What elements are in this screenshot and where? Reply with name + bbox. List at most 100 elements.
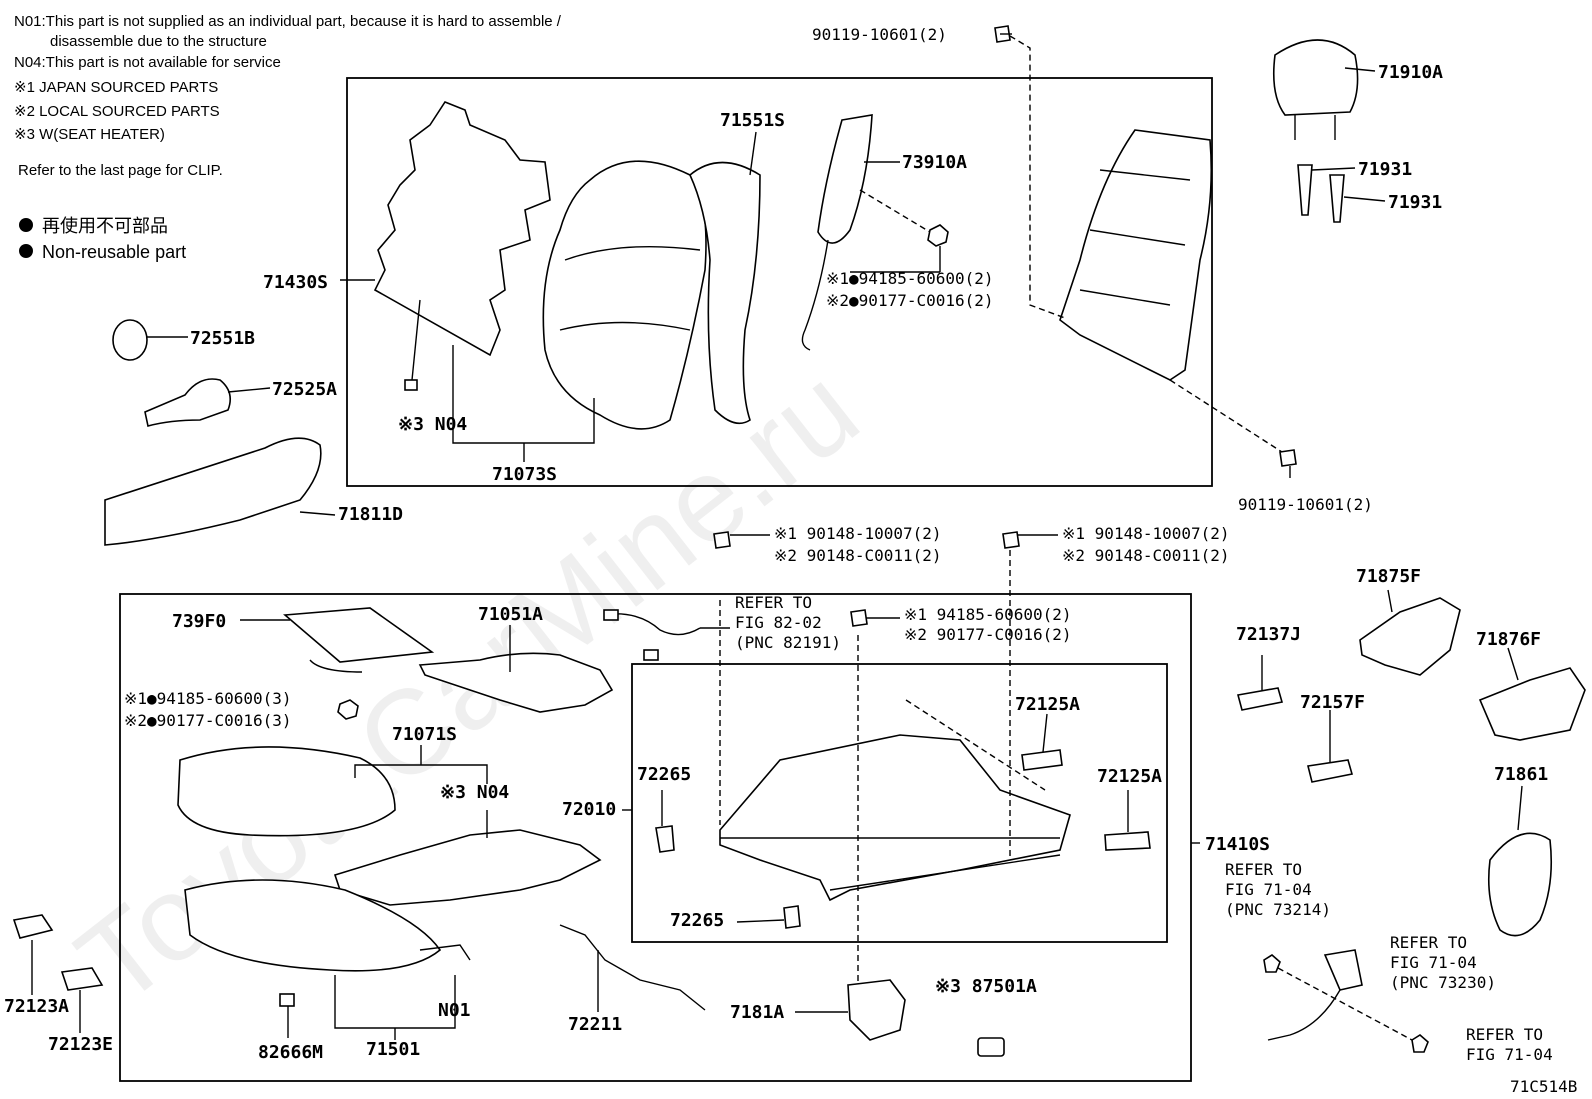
cover-72157f-shape: [1307, 759, 1354, 783]
label-90119-bottom: 90119-10601(2): [1238, 495, 1373, 514]
n01-wire: [419, 944, 471, 961]
label-71875f: 71875F: [1356, 566, 1421, 587]
seatback-cover-71551s-shape: [689, 161, 761, 425]
heater-mat-71430s-shape: [373, 101, 551, 357]
belt-dashline: [1277, 967, 1413, 1041]
bolt-90119-bottom-shape: [1279, 449, 1297, 467]
cushion-cover-71501-shape: [184, 879, 442, 972]
clip-72265-b-shape: [783, 905, 801, 929]
track-dashline-1: [905, 699, 1046, 791]
nut-94185-cushion-shape: [337, 699, 359, 720]
heater-mat-connector: [404, 379, 418, 391]
shield-71811d-shape: [104, 437, 322, 546]
seatback-frame-shape: [1059, 129, 1213, 381]
side-airbag-73910a-shape: [817, 114, 873, 244]
clip-82666m-shape: [279, 993, 295, 1007]
seat-track-72010-shape: [719, 734, 1071, 902]
label-72157f: 72157F: [1300, 692, 1365, 713]
seatback-pad-71073s-shape: [542, 160, 707, 430]
diagram-code: 71C514B: [1510, 1077, 1577, 1096]
label-71071s: 71071S: [392, 724, 457, 745]
track-rail-2: [829, 854, 1061, 891]
bolt-94185-center-shape: [850, 609, 868, 627]
label-refer-7104a-line3: (PNC 73214): [1225, 900, 1331, 919]
airbag-harness: [801, 239, 829, 351]
label-73910a: 73910A: [902, 152, 967, 173]
label-71910a: 71910A: [1378, 62, 1443, 83]
bolt-top-dashline: [1009, 35, 1066, 319]
label-71876f: 71876F: [1476, 629, 1541, 650]
harness-connector-a: [603, 609, 619, 621]
belt-nut-a-shape: [1263, 954, 1281, 973]
harness-connector-b: [643, 649, 659, 661]
seat-belt-wire: [1267, 989, 1341, 1041]
label-82666m: 82666M: [258, 1042, 323, 1063]
note-local-sourced: ※2 LOCAL SOURCED PARTS: [14, 103, 220, 120]
label-7181a: 7181A: [730, 1002, 784, 1023]
label-72211: 72211: [568, 1014, 622, 1035]
label-90148-left-local: ※2 90148-C0011(2): [774, 546, 942, 565]
belt-nut-b-shape: [1411, 1034, 1429, 1053]
cushion-assembly-frame: [119, 593, 1192, 1082]
leader-lines: [31, 33, 1523, 1040]
label-90177-track: ※2 90177-C0016(2): [904, 625, 1072, 644]
bolt-90148-left-shape: [713, 531, 731, 549]
pad-seam-2: [559, 321, 691, 331]
cushion-pad-71071s-shape: [177, 746, 396, 837]
label-n01: N01: [438, 1000, 471, 1021]
note-n04: N04:This part is not available for servi…: [14, 54, 281, 71]
note-n01-line2: disassemble due to the structure: [50, 33, 267, 50]
mechanism-7181a-shape: [847, 979, 906, 1041]
label-90177-cushion: ※2●90177-C0016(3): [124, 711, 292, 730]
seatback-frame-ribs: [1079, 169, 1191, 306]
label-71501: 71501: [366, 1039, 420, 1060]
legend: 再使用不可部品 Non-reusable part: [19, 216, 186, 262]
label-refer-7104b-line1: REFER TO: [1390, 933, 1467, 952]
note-n01-line1: N01:This part is not supplied as an indi…: [14, 13, 562, 30]
label-72137j: 72137J: [1236, 624, 1301, 645]
label-n04-seatback: ※3 N04: [398, 414, 467, 435]
clip-72265-a-shape: [655, 825, 675, 853]
label-90148-right-local: ※2 90148-C0011(2): [1062, 546, 1230, 565]
label-71410s: 71410S: [1205, 834, 1270, 855]
airbag-nut-dashline: [859, 189, 931, 233]
label-72123a: 72123A: [4, 996, 69, 1017]
headrest-71910a-shape: [1272, 39, 1359, 116]
label-72010: 72010: [562, 799, 616, 820]
label-71931-a: 71931: [1358, 159, 1412, 180]
cover-71875f-shape: [1359, 597, 1461, 676]
legend-non-reusable-en: Non-reusable part: [42, 242, 186, 262]
headrest-support-71931-a-shape: [1297, 164, 1313, 216]
clip-72123e-shape: [60, 967, 104, 991]
label-refer-7104a-line2: FIG 71-04: [1225, 880, 1312, 899]
seatback-assembly-frame: [346, 77, 1213, 487]
label-72125a-a: 72125A: [1015, 694, 1080, 715]
label-refer-82-line3: (PNC 82191): [735, 633, 841, 652]
notes-block: N01:This part is not supplied as an indi…: [14, 13, 562, 179]
label-90148-right-jp: ※1 90148-10007(2): [1062, 524, 1230, 543]
part-labels: 90119-10601(2) 71551S 73910A 71910A 7193…: [4, 25, 1577, 1096]
label-72265-a: 72265: [637, 764, 691, 785]
label-72525a: 72525A: [272, 379, 337, 400]
note-seat-heater: ※3 W(SEAT HEATER): [14, 126, 165, 143]
label-72265-b: 72265: [670, 910, 724, 931]
cover-72137j-shape: [1237, 687, 1284, 711]
legend-non-reusable-jp: 再使用不可部品: [42, 216, 168, 236]
legend-dot-jp: [19, 218, 33, 232]
label-refer-7104c-line1: REFER TO: [1466, 1025, 1543, 1044]
cover-71861-shape: [1487, 832, 1553, 937]
nut-94185-shape: [927, 224, 949, 247]
label-71430s: 71430S: [263, 272, 328, 293]
seat-track-frame: [631, 663, 1168, 943]
label-n04-cushion: ※3 N04: [440, 782, 509, 803]
label-71931-b: 71931: [1388, 192, 1442, 213]
headrest-support-71931-b-shape: [1329, 174, 1345, 223]
label-71051a: 71051A: [478, 604, 543, 625]
lever-72525a-shape: [144, 378, 231, 427]
label-87501a: ※3 87501A: [935, 976, 1037, 997]
label-90177-seatback: ※2●90177-C0016(2): [826, 291, 994, 310]
seat-belt-buckle-shape: [1323, 949, 1363, 991]
bolt-bottom-dashline: [1169, 379, 1283, 453]
heater-mat-wire: [411, 299, 421, 381]
